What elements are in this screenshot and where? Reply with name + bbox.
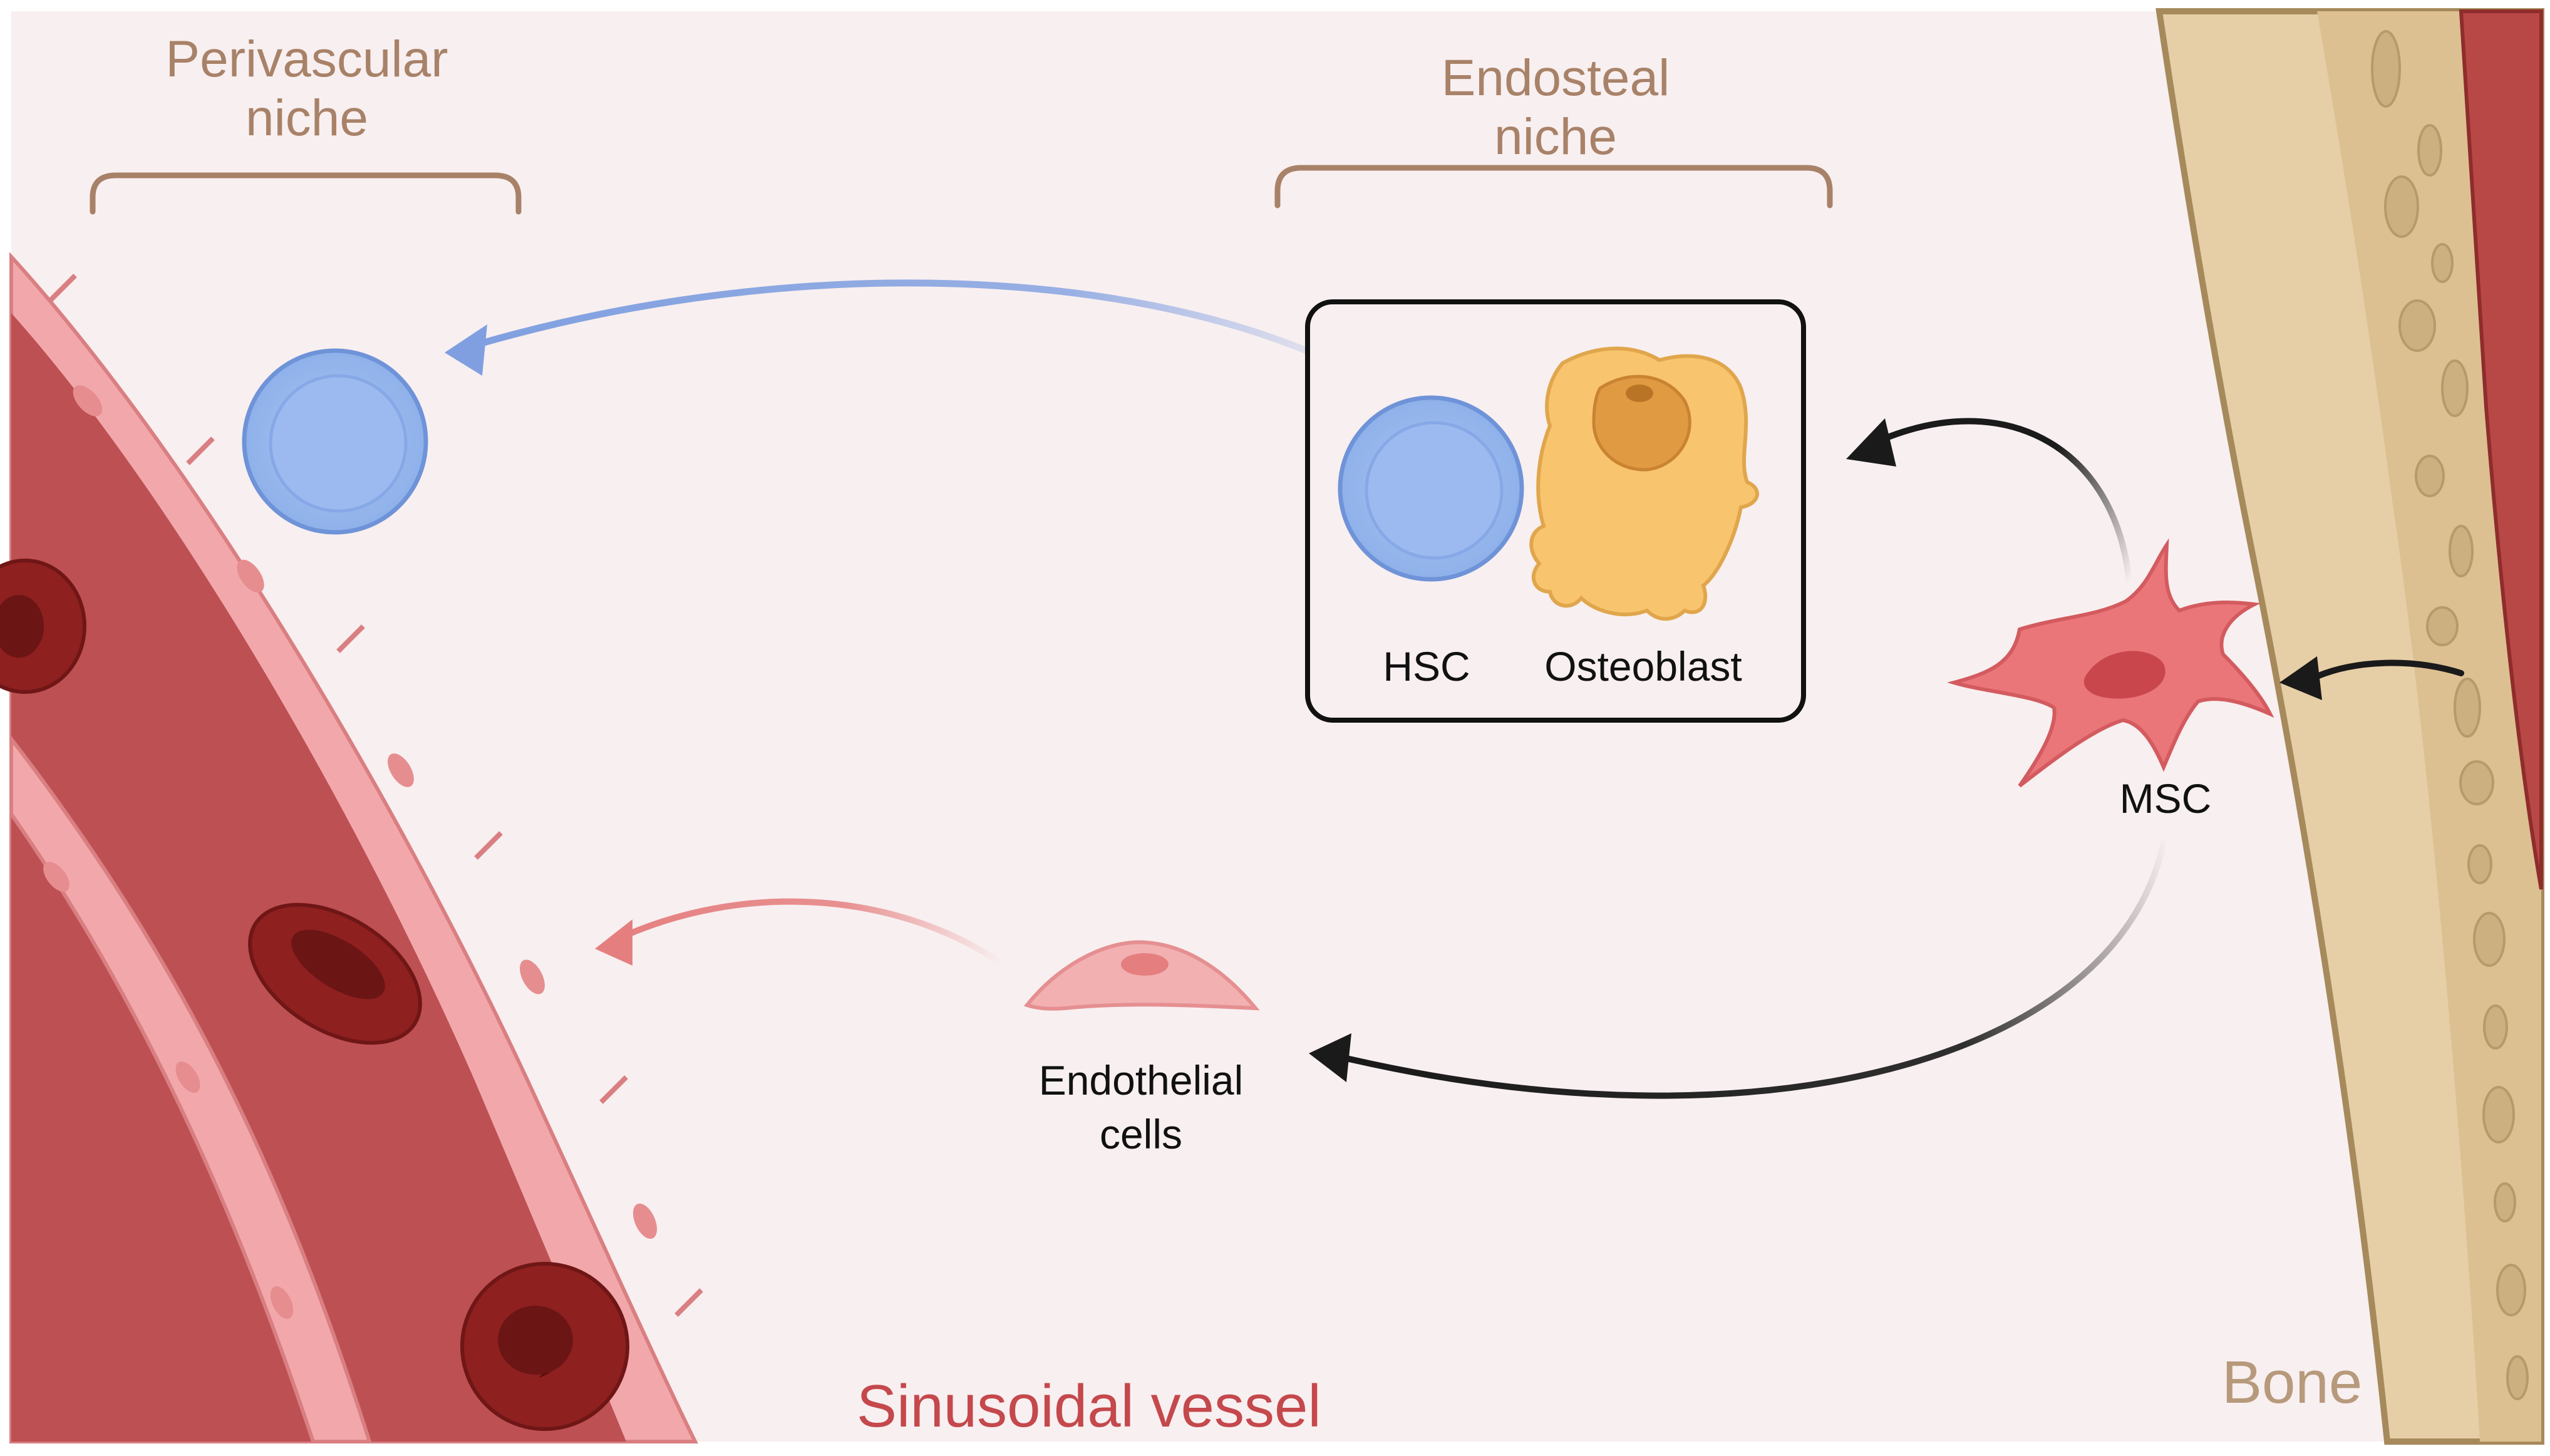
sinusoidal-vessel (0, 252, 703, 1443)
vessel-endothelial-junctions (48, 274, 703, 1317)
vessel-endothelial-nuclei (43, 385, 658, 1319)
perivascular-niche-label-line2: niche (245, 90, 368, 147)
endothelial-cells-label-line2: cells (1100, 1111, 1182, 1157)
msc-label: MSC (2120, 775, 2212, 822)
arrow-bone-to-msc (2279, 656, 2464, 700)
hsc-cell (1338, 395, 1524, 582)
sinusoidal-vessel-label: Sinusoidal vessel (857, 1373, 1321, 1440)
red-blood-cell (248, 902, 422, 1045)
arrow-msc-to-osteoblast (1846, 418, 2132, 586)
perivascular-hsc-cell (242, 348, 428, 535)
endosteal-niche-label-line1: Endosteal (1442, 49, 1670, 106)
endothelial-cells-label-line1: Endothelial (1039, 1057, 1244, 1103)
endosteal-niche-box: HSC Osteoblast (1305, 299, 1806, 723)
osteoblast-cell (1529, 346, 1759, 621)
msc-cell: MSC (1947, 538, 2274, 822)
bone-tissue (2155, 8, 2544, 1445)
arrow-hsc-to-perivascular (445, 279, 1391, 395)
endosteal-niche-label-line2: niche (1494, 108, 1617, 165)
hsc-label: HSC (1383, 643, 1470, 689)
endosteal-niche-bracket (1274, 165, 1833, 209)
bone-marrow-strip (2459, 9, 2543, 890)
bone-pores (2371, 30, 2529, 1400)
arrow-msc-to-endothelial (1309, 839, 2167, 1099)
red-blood-cell (460, 1262, 629, 1431)
arrow-endothelial-to-vessel (595, 898, 1002, 966)
endothelial-cell: Endothelial cells (1023, 940, 1260, 1157)
perivascular-niche-bracket (90, 172, 522, 215)
bone-label: Bone (2222, 1349, 2362, 1416)
perivascular-niche-label-line1: Perivascular (165, 31, 448, 88)
vessel-lumen (11, 313, 626, 1442)
red-blood-cells (0, 559, 629, 1431)
red-blood-cell (0, 559, 86, 694)
osteoblast-label: Osteoblast (1544, 643, 1742, 689)
